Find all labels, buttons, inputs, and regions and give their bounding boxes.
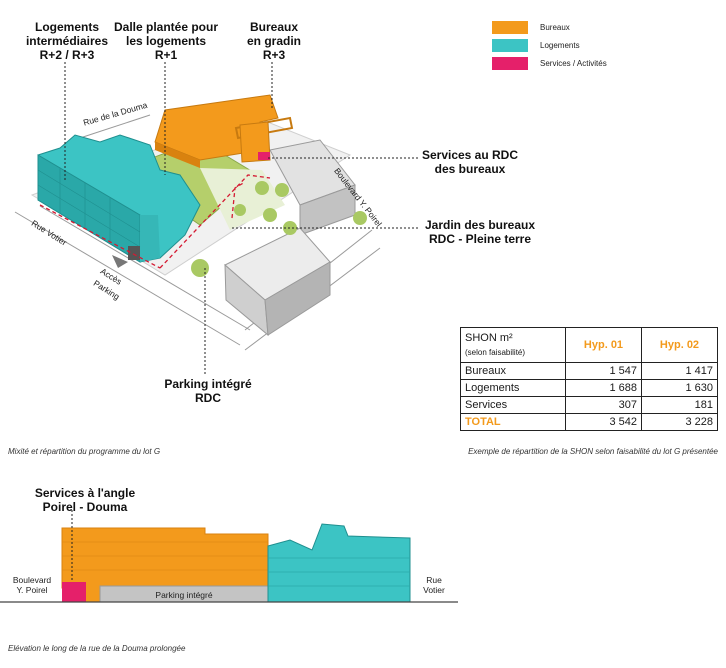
legend-label-services: Services / Activités — [540, 58, 607, 68]
legend-item-bureaux: Bureaux — [492, 18, 607, 36]
table-header-shon: SHON m² — [465, 331, 513, 344]
table-total-hyp1: 3 542 — [565, 413, 642, 431]
caption-exemple: Exemple de répartition de la SHON selon … — [468, 447, 718, 456]
legend-swatch-logements — [492, 38, 528, 52]
caption-mixite: Mixité et répartition du programme du lo… — [8, 447, 161, 456]
elevation-parking: Parking intégré — [155, 590, 213, 600]
label-bureaux-gradin: Bureaux en gradin R+3 — [246, 20, 301, 62]
table-row: Bureaux 1 547 1 417 — [460, 362, 718, 380]
table-row: Services 307 181 — [460, 396, 718, 414]
table-cell-hyp2: 1 417 — [641, 362, 718, 380]
table-cell-hyp1: 1 688 — [565, 379, 642, 397]
legend: Bureaux Logements Services / Activités — [492, 18, 607, 72]
label-logements-intermediaires: Logements intermédiaires R+2 / R+3 — [25, 20, 109, 62]
table-total-hyp2: 3 228 — [641, 413, 718, 431]
elevation-boulevard: Boulevard Y. Poirel — [12, 575, 52, 595]
legend-item-logements: Logements — [492, 36, 607, 54]
caption-elevation: Elévation le long de la rue de la Douma … — [8, 644, 186, 653]
axonometric-drawing — [14, 62, 420, 375]
shon-table: SHON m² (selon faisabilité) Hyp. 01 Hyp.… — [460, 327, 718, 431]
label-jardin-bureaux: Jardin des bureaux RDC - Pleine terre — [424, 218, 536, 246]
legend-swatch-bureaux — [492, 20, 528, 34]
elevation-drawing — [0, 510, 458, 603]
table-cell-hyp1: 307 — [565, 396, 642, 414]
table-row-label: Logements — [460, 379, 566, 397]
label-dalle-plantee: Dalle plantée pour les logements R+1 — [113, 20, 219, 62]
table-cell-hyp1: 1 547 — [565, 362, 642, 380]
label-parking-integre: Parking intégré RDC — [164, 377, 252, 405]
legend-label-logements: Logements — [540, 40, 580, 50]
label-services-angle: Services à l'angle Poirel - Douma — [34, 486, 136, 514]
table-cell-hyp2: 1 630 — [641, 379, 718, 397]
table-header-label: SHON m² (selon faisabilité) — [460, 327, 566, 363]
label-services-rdc: Services au RDC des bureaux — [421, 148, 519, 176]
table-total-label: TOTAL — [460, 413, 566, 431]
table-row-label: Services — [460, 396, 566, 414]
table-header-hyp2: Hyp. 02 — [641, 327, 718, 363]
table-row: Logements 1 688 1 630 — [460, 379, 718, 397]
legend-item-services: Services / Activités — [492, 54, 607, 72]
table-total-row: TOTAL 3 542 3 228 — [460, 413, 718, 431]
table-header-hyp1: Hyp. 01 — [565, 327, 642, 363]
legend-label-bureaux: Bureaux — [540, 22, 570, 32]
legend-swatch-services — [492, 56, 528, 70]
table-header-selon: (selon faisabilité) — [465, 347, 526, 357]
elevation-rue-votier: Rue Votier — [423, 575, 445, 595]
table-header-row: SHON m² (selon faisabilité) Hyp. 01 Hyp.… — [460, 327, 718, 363]
table-row-label: Bureaux — [460, 362, 566, 380]
table-cell-hyp2: 181 — [641, 396, 718, 414]
